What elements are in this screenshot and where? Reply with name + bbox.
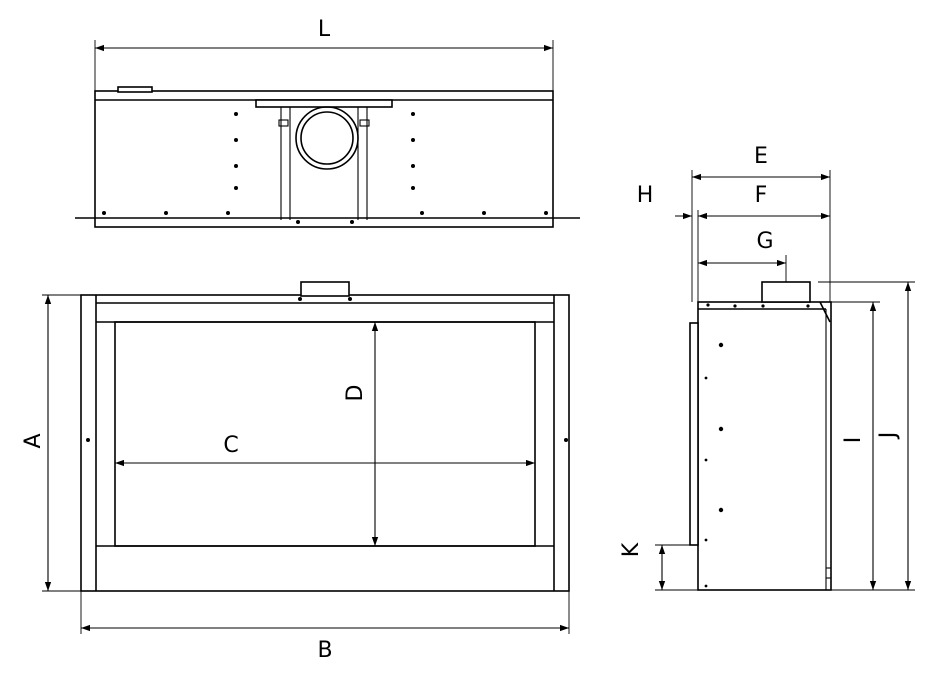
label-I: I bbox=[841, 437, 866, 444]
label-C: C bbox=[223, 433, 238, 458]
side-view-rivets bbox=[704, 303, 810, 588]
front-view-rivets bbox=[86, 297, 568, 442]
label-A: A bbox=[21, 433, 46, 448]
top-view-body bbox=[94, 90, 554, 228]
label-K: K bbox=[619, 542, 644, 557]
front-view-flue-collar bbox=[300, 281, 350, 297]
label-H: H bbox=[637, 183, 654, 208]
label-D: D bbox=[343, 385, 368, 402]
label-B: B bbox=[317, 638, 332, 663]
side-view-front-frame bbox=[689, 322, 699, 546]
top-view bbox=[75, 86, 580, 228]
dimension-labels: L A B C D E F G H I J K bbox=[21, 17, 901, 663]
side-view-body bbox=[697, 301, 832, 591]
front-view-frame bbox=[80, 294, 570, 592]
label-F: F bbox=[755, 183, 768, 208]
top-view-bracket bbox=[255, 99, 393, 108]
dimension-lines bbox=[42, 40, 915, 634]
flue-outer-circle bbox=[295, 106, 359, 170]
label-E: E bbox=[754, 144, 768, 169]
side-view-flue-collar bbox=[761, 281, 811, 303]
front-view bbox=[80, 281, 570, 592]
front-view-glass bbox=[114, 321, 536, 547]
flue-inner-circle bbox=[300, 111, 354, 165]
top-view-rivets bbox=[102, 112, 548, 224]
side-view bbox=[689, 281, 832, 591]
label-J: J bbox=[876, 432, 901, 441]
label-L: L bbox=[318, 17, 331, 42]
label-G: G bbox=[756, 229, 773, 254]
